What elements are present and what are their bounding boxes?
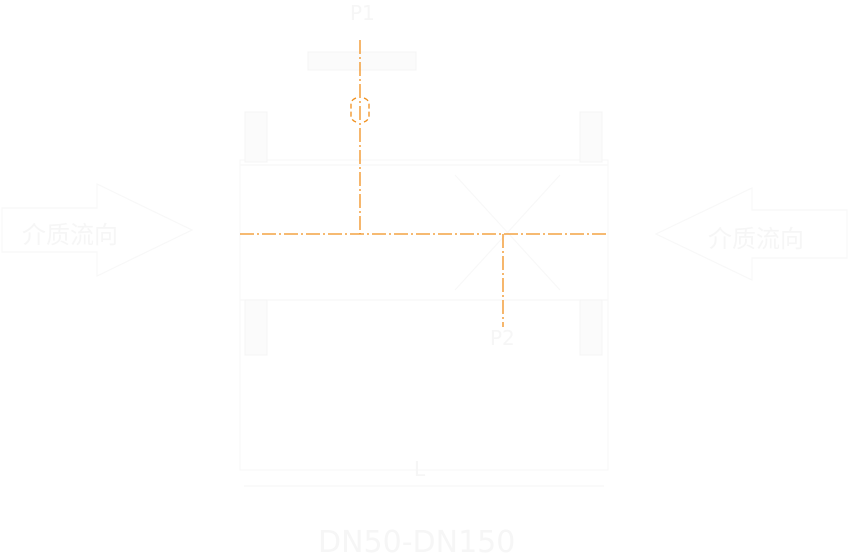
centerlines	[240, 40, 606, 327]
flange-top-right	[579, 111, 603, 163]
port-symbol-icon	[350, 97, 370, 123]
flange-top-left	[244, 111, 268, 163]
label-l: L	[414, 457, 426, 481]
label-size-range: DN50-DN150	[318, 525, 515, 555]
flow-arrow-right-label: 介质流向	[708, 225, 804, 253]
flange-bottom-right	[579, 299, 603, 356]
flange-bottom-left	[244, 299, 268, 356]
internal-seat	[454, 174, 561, 291]
flow-arrow-left: 介质流向	[1, 183, 194, 277]
flow-arrow-right: 介质流向	[654, 187, 848, 281]
flow-arrow-left-label: 介质流向	[22, 221, 118, 249]
actuator-block	[307, 51, 417, 71]
label-p1: P1	[350, 1, 375, 25]
label-p2: P2	[490, 326, 515, 350]
valve-body	[239, 51, 609, 487]
